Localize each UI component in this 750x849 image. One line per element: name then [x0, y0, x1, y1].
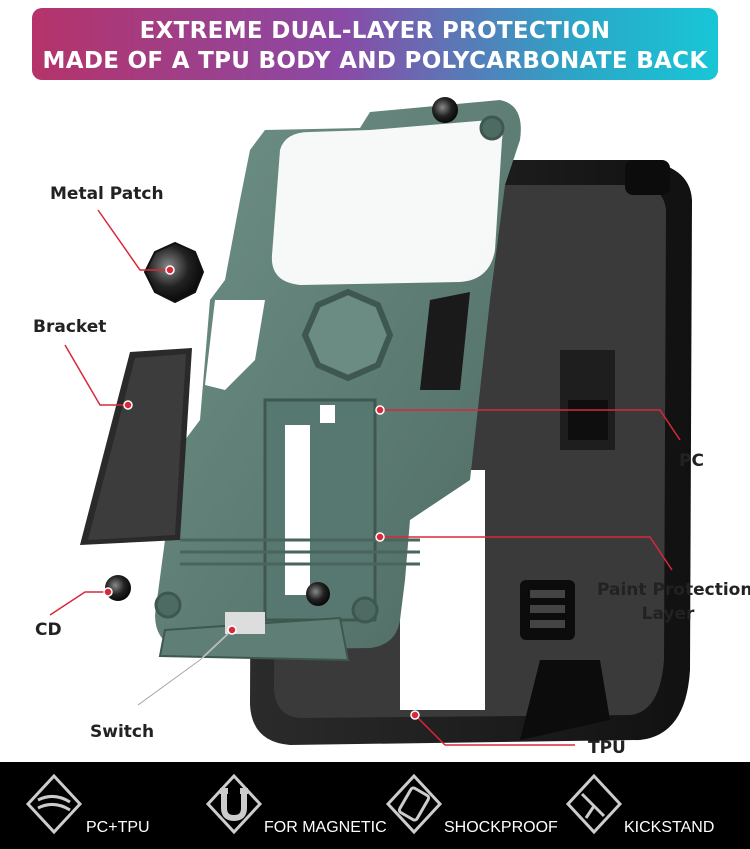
banner-title-line1: EXTREME DUAL-LAYER PROTECTION — [139, 18, 611, 44]
feature-label-shockproof: SHOCKPROOF — [444, 819, 558, 836]
banner-title-line2: MADE OF A TPU BODY AND POLYCARBONATE BAC… — [42, 48, 708, 74]
label-tpu: TPU — [588, 738, 626, 758]
bracket-plate — [80, 348, 192, 545]
feature-label-kickstand: KICKSTAND — [624, 819, 715, 836]
label-bracket: Bracket — [33, 317, 107, 337]
feature-label-pc-tpu: PC+TPU — [86, 819, 150, 836]
feature-bar: PC+TPU FOR MAGNETIC SHOCKPROOF KICKSTAND — [0, 762, 750, 849]
header-banner: EXTREME DUAL-LAYER PROTECTION MADE OF A … — [32, 8, 718, 80]
callout-dots — [103, 265, 420, 720]
label-pc: PC — [679, 451, 704, 471]
shockproof-icon — [385, 773, 443, 835]
layers-icon — [25, 773, 83, 835]
magnet-icon — [205, 773, 263, 835]
kickstand-icon — [565, 773, 623, 835]
label-switch: Switch — [90, 722, 155, 742]
label-cd: CD — [35, 620, 62, 640]
product-exploded-illustration — [49, 97, 692, 746]
label-paint-protection-line2: Layer — [641, 604, 695, 624]
label-paint-protection-line1: Paint Protection — [597, 580, 750, 600]
callout-lines — [49, 209, 681, 746]
label-paint-protection-layer: Paint Protection Layer — [597, 580, 750, 624]
label-metal-patch: Metal Patch — [50, 184, 164, 204]
feature-label-magnetic: FOR MAGNETIC — [264, 819, 387, 836]
